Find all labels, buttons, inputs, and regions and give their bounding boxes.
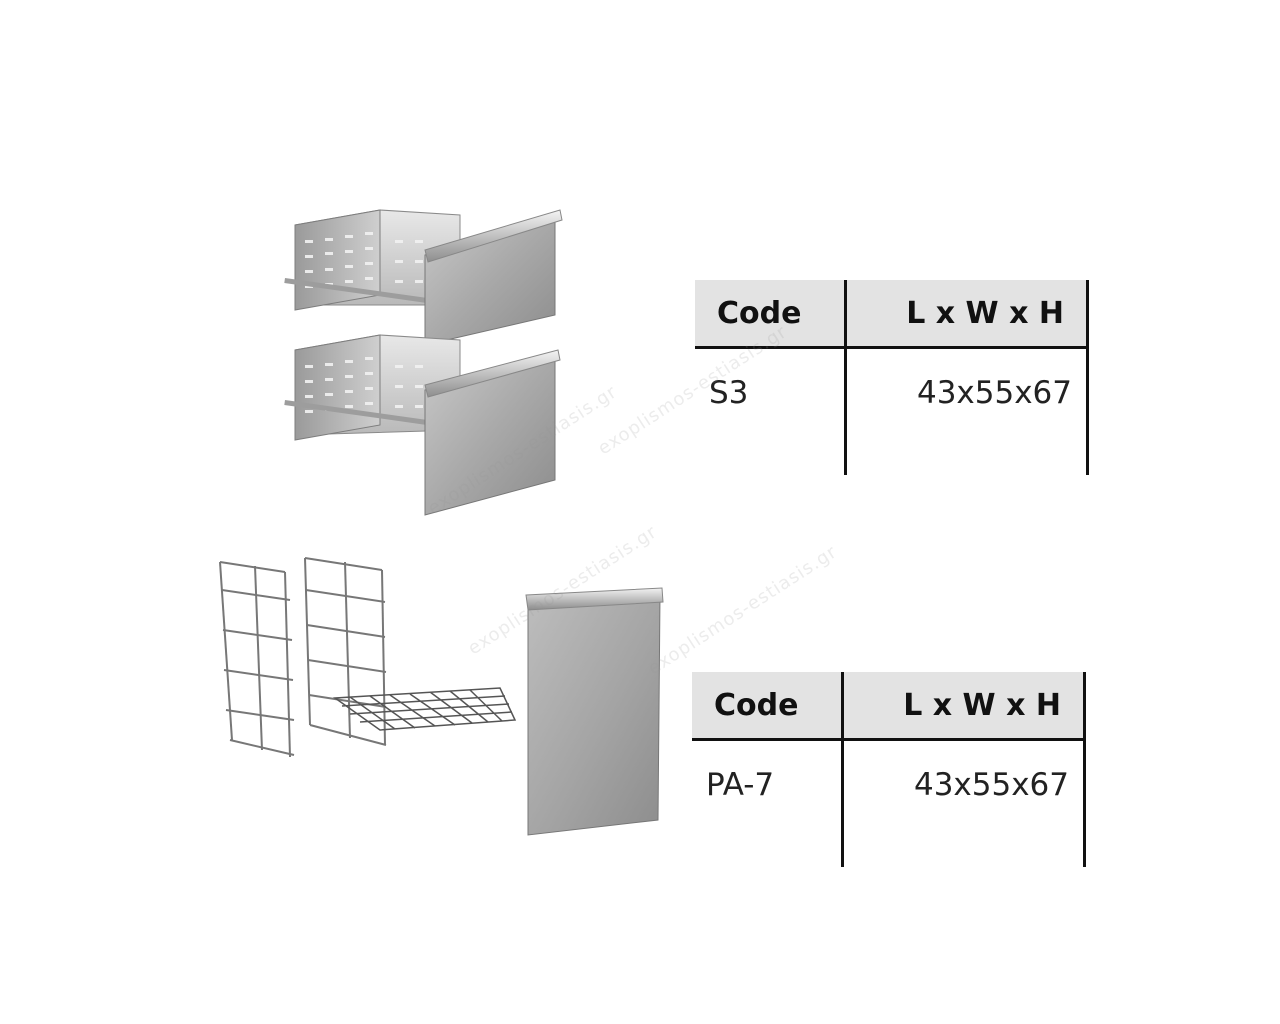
- column-header-dimensions: L x W x H: [845, 280, 1089, 349]
- top-drawer: [284, 209, 563, 346]
- column-header-dimensions: L x W x H: [842, 672, 1086, 741]
- product-dimensions-cell: 43x55x67: [845, 347, 1089, 475]
- drawer-unit-image: [284, 209, 563, 516]
- door-rack-kit-image: [219, 557, 664, 836]
- side-rack-right: [304, 557, 387, 746]
- side-rack-left: [219, 561, 295, 758]
- wire-shelf: [332, 687, 517, 731]
- product-dimensions-cell: 43x55x67: [842, 739, 1086, 867]
- watermark-text: exoplismos-estiasis.gr: [644, 541, 842, 680]
- table-row: PA-7 43x55x67: [692, 739, 1086, 867]
- bottom-drawer: [284, 334, 561, 516]
- table-header-row: Code L x W x H: [695, 280, 1089, 349]
- table-row: S3 43x55x67: [695, 347, 1089, 475]
- door-panel: [525, 587, 664, 836]
- product-code-cell: S3: [695, 347, 847, 475]
- table-header-row: Code L x W x H: [692, 672, 1086, 741]
- spec-table-2: Code L x W x H PA-7 43x55x67: [692, 672, 1086, 867]
- product-code-cell: PA-7: [692, 739, 844, 867]
- column-header-code: Code: [692, 672, 844, 741]
- spec-table-1: Code L x W x H S3 43x55x67: [695, 280, 1089, 475]
- column-header-code: Code: [695, 280, 847, 349]
